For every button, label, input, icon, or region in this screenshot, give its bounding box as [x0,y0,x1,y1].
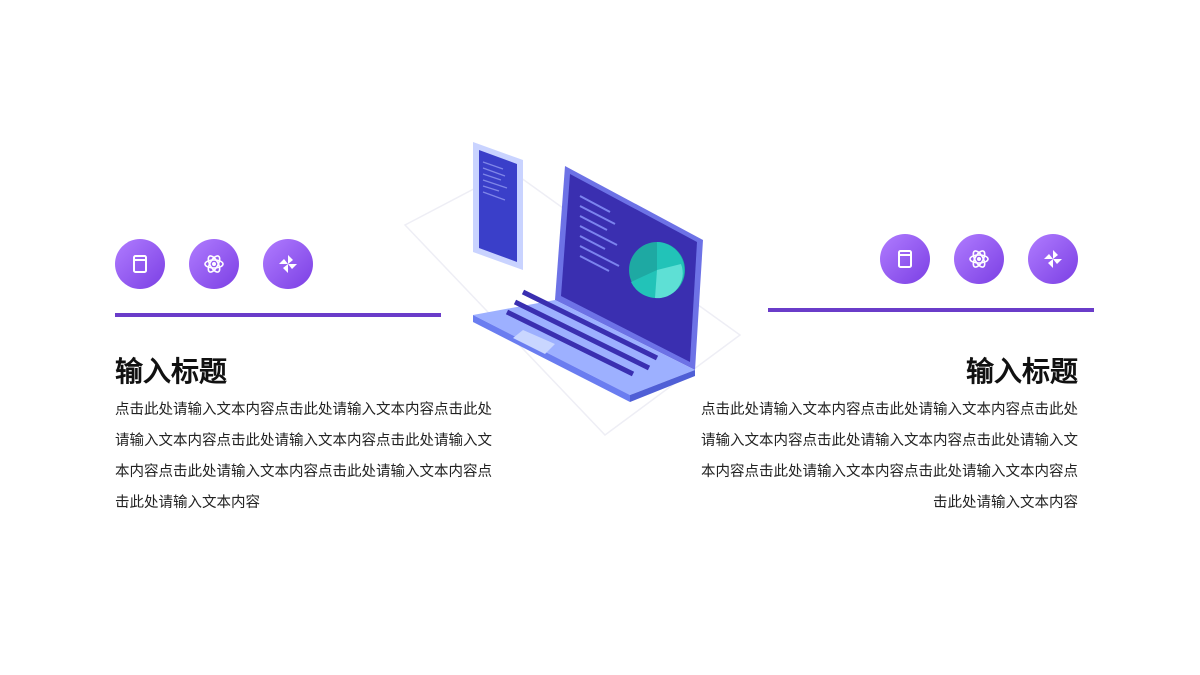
pie-chart-icon [629,242,685,299]
laptop-phone-illustration [403,142,742,436]
right-divider [768,308,1094,312]
phone-icon [473,142,523,270]
right-icon-row [880,234,1078,284]
pinwheel-icon [1028,234,1078,284]
right-body-text: 点击此处请输入文本内容点击此处请输入文本内容点击此处请输入文本内容点击此处请输入… [701,402,1078,511]
pinwheel-icon [263,239,313,289]
laptop-base [473,289,695,402]
left-title: 输入标题 [115,355,228,388]
book-icon [880,234,930,284]
atom-icon [189,239,239,289]
left-icon-row [115,239,313,289]
left-body-text: 点击此处请输入文本内容点击此处请输入文本内容点击此处请输入文本内容点击此处请输入… [115,402,492,511]
left-divider [115,313,441,317]
book-icon [115,239,165,289]
laptop-screen [555,166,703,370]
atom-icon [954,234,1004,284]
right-title: 输入标题 [965,355,1078,388]
